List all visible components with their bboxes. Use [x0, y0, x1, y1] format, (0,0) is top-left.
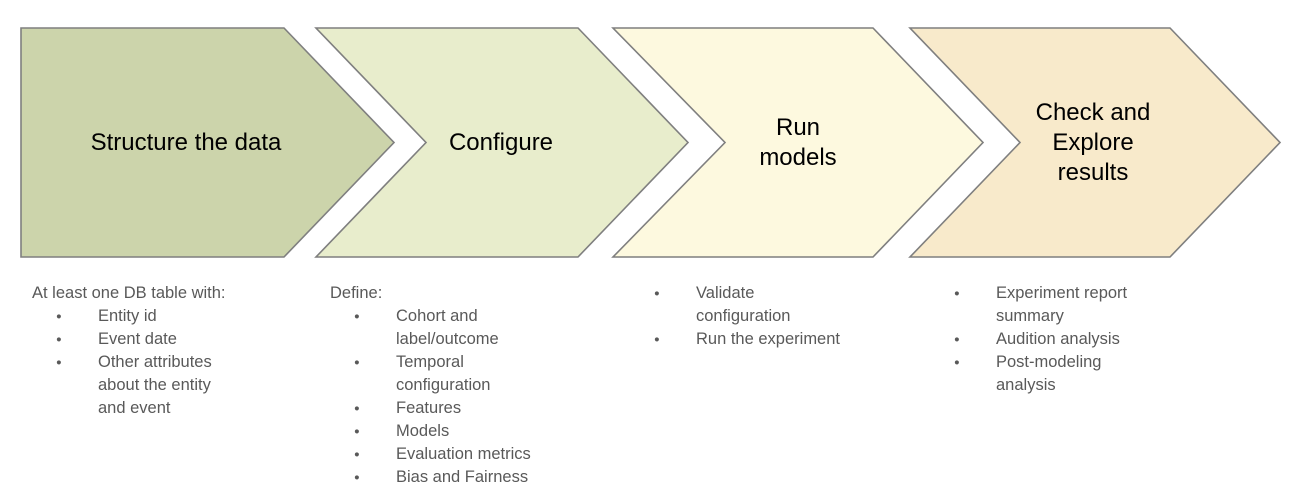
step-shape-run-models: [611, 27, 985, 258]
bullet-icon: ●: [954, 357, 960, 368]
list-item: ● Post-modeling analysis: [930, 351, 1162, 397]
bullet-icon: ●: [954, 288, 960, 299]
list-item-text: Post-modeling analysis: [996, 353, 1102, 394]
step-notes-run-models: ● Validate configuration ● Run the exper…: [630, 282, 862, 351]
list-item-text: Models: [396, 422, 450, 440]
step-shape-structure-the-data: [20, 27, 396, 258]
bullet-icon: ●: [354, 449, 360, 460]
list-item: ● Experiment report summary: [930, 282, 1162, 328]
step-notes-structure-the-data: At least one DB table with: ● Entity id …: [32, 282, 244, 420]
list-item-text: Bias and Fairness: [396, 468, 529, 486]
list-item-text: Run the experiment: [696, 330, 840, 348]
bullet-icon: ●: [354, 472, 360, 483]
list-item: ● Entity id: [32, 305, 244, 328]
list-item: ● Event date: [32, 328, 244, 351]
list-item-text: Validate configuration: [696, 284, 791, 325]
list-item: ● Bias and Fairness: [330, 466, 562, 489]
list-item: ● Validate configuration: [630, 282, 862, 328]
bullet-icon: ●: [56, 311, 62, 322]
bullet-icon: ●: [354, 426, 360, 437]
list-item: ● Other attributes about the entity and …: [32, 351, 244, 420]
bullet-icon: ●: [654, 288, 660, 299]
list-item: ● Models: [330, 420, 562, 443]
step-notes-configure: Define: ● Cohort and label/outcome ● Tem…: [330, 282, 562, 489]
bullet-icon: ●: [354, 357, 360, 368]
list-item-text: Features: [396, 399, 462, 417]
bullet-icon: ●: [654, 334, 660, 345]
list-intro: At least one DB table with:: [32, 284, 226, 302]
step-shape-check-explore-results: [908, 27, 1282, 258]
bullet-icon: ●: [354, 403, 360, 414]
arrow-shapes: [20, 27, 1282, 258]
list-item: ● Audition analysis: [930, 328, 1162, 351]
list-intro: Define:: [330, 284, 383, 302]
list-item: ● Temporal configuration: [330, 351, 562, 397]
list-item-text: Experiment report summary: [996, 284, 1128, 325]
list-item: ● Run the experiment: [630, 328, 862, 351]
bullet-icon: ●: [56, 334, 62, 345]
list-item-text: Temporal configuration: [396, 353, 491, 394]
list-item-text: Entity id: [98, 307, 157, 325]
bullet-icon: ●: [56, 357, 62, 368]
bullet-icon: ●: [954, 334, 960, 345]
list-item-text: Audition analysis: [996, 330, 1120, 348]
list-item: ● Evaluation metrics: [330, 443, 562, 466]
step-notes-check-explore-results: ● Experiment report summary ● Audition a…: [930, 282, 1162, 397]
list-item: ● Features: [330, 397, 562, 420]
list-item-text: Cohort and label/outcome: [396, 307, 499, 348]
step-shape-configure: [314, 27, 690, 258]
list-item-text: Other attributes about the entity and ev…: [98, 353, 212, 417]
bullet-icon: ●: [354, 311, 360, 322]
list-item-text: Event date: [98, 330, 177, 348]
list-item-text: Evaluation metrics: [396, 445, 531, 463]
list-item: ● Cohort and label/outcome: [330, 305, 562, 351]
